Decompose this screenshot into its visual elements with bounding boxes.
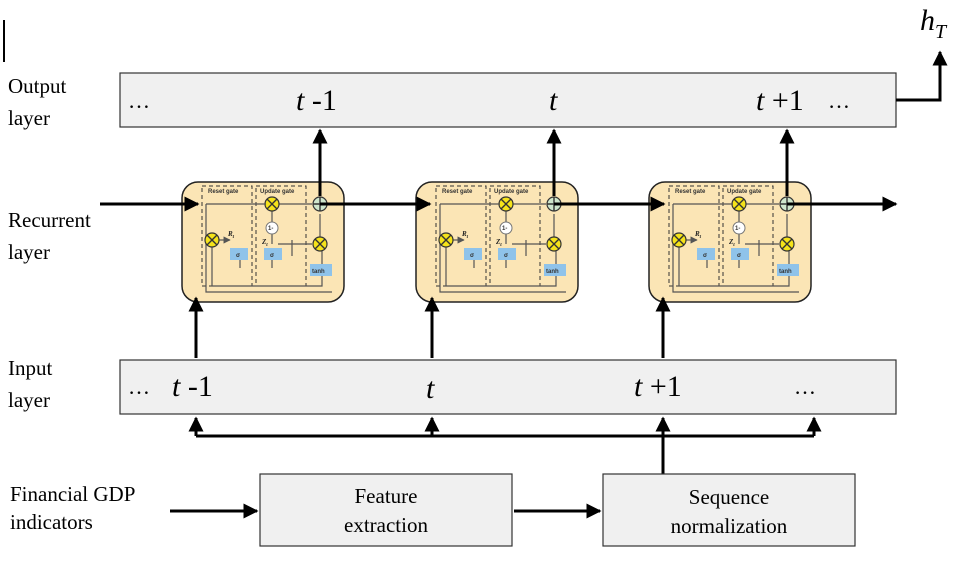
tanh-label: tanh (546, 269, 559, 275)
input-layer-label-1: Input (8, 356, 52, 380)
sequence-box-label-2: normalization (671, 514, 788, 538)
feature-box-label-2: extraction (344, 513, 428, 537)
sigma-label-1: σ (470, 253, 474, 259)
output-t-curr: t (549, 84, 558, 117)
input-t-next: t +1 (634, 370, 682, 403)
output-dots-left: … (128, 88, 153, 113)
reset-gate-label: Reset gate (208, 189, 239, 195)
input-t-prev: t -1 (172, 370, 213, 403)
tanh-label: tanh (312, 269, 325, 275)
z-t-label: Zt (261, 238, 268, 248)
output-dots-right: … (828, 88, 853, 113)
financial-gdp-label-1: Financial GDP (10, 482, 135, 506)
reset-gate-label: Reset gate (442, 189, 473, 195)
r-t-label: Rt (461, 230, 469, 240)
r-t-label: Rt (694, 230, 702, 240)
sequence-box-label-1: Sequence (689, 485, 769, 509)
input-layer-bar (119, 359, 897, 415)
reset-gate-label: Reset gate (675, 189, 706, 195)
input-dots-right: … (794, 374, 819, 399)
input-layer-label-2: layer (8, 388, 50, 412)
sigma-label-2: σ (270, 253, 274, 259)
sigma-label-2: σ (504, 253, 508, 259)
input-t-curr: t (426, 372, 435, 405)
update-gate-label: Update gate (260, 189, 295, 195)
update-gate-label: Update gate (727, 189, 762, 195)
output-layer-bar (119, 72, 897, 128)
h-t-label: hT (920, 4, 948, 43)
feature-box-label-1: Feature (355, 484, 418, 508)
sigma-label-1: σ (703, 253, 707, 259)
one-minus-label: 1- (502, 226, 507, 232)
feature-extraction-box (259, 473, 513, 547)
sequence-normalization-box (602, 473, 856, 547)
output-layer-label-1: Output (8, 74, 67, 98)
r-t-label: Rt (227, 230, 235, 240)
tanh-label: tanh (779, 269, 792, 275)
update-gate-label: Update gate (494, 189, 529, 195)
sigma-label-1: σ (236, 253, 240, 259)
one-minus-label: 1- (268, 226, 273, 232)
one-minus-label: 1- (735, 226, 740, 232)
z-t-label: Zt (495, 238, 502, 248)
recurrent-layer-label-2: layer (8, 240, 50, 264)
input-dots-left: … (128, 374, 153, 399)
sigma-label-2: σ (737, 253, 741, 259)
financial-gdp-label-2: indicators (10, 510, 93, 534)
output-layer-label-2: layer (8, 106, 50, 130)
recurrent-layer-label-1: Recurrent (8, 208, 91, 232)
z-t-label: Zt (728, 238, 735, 248)
output-t-next: t +1 (756, 84, 804, 117)
output-t-prev: t -1 (296, 84, 337, 117)
